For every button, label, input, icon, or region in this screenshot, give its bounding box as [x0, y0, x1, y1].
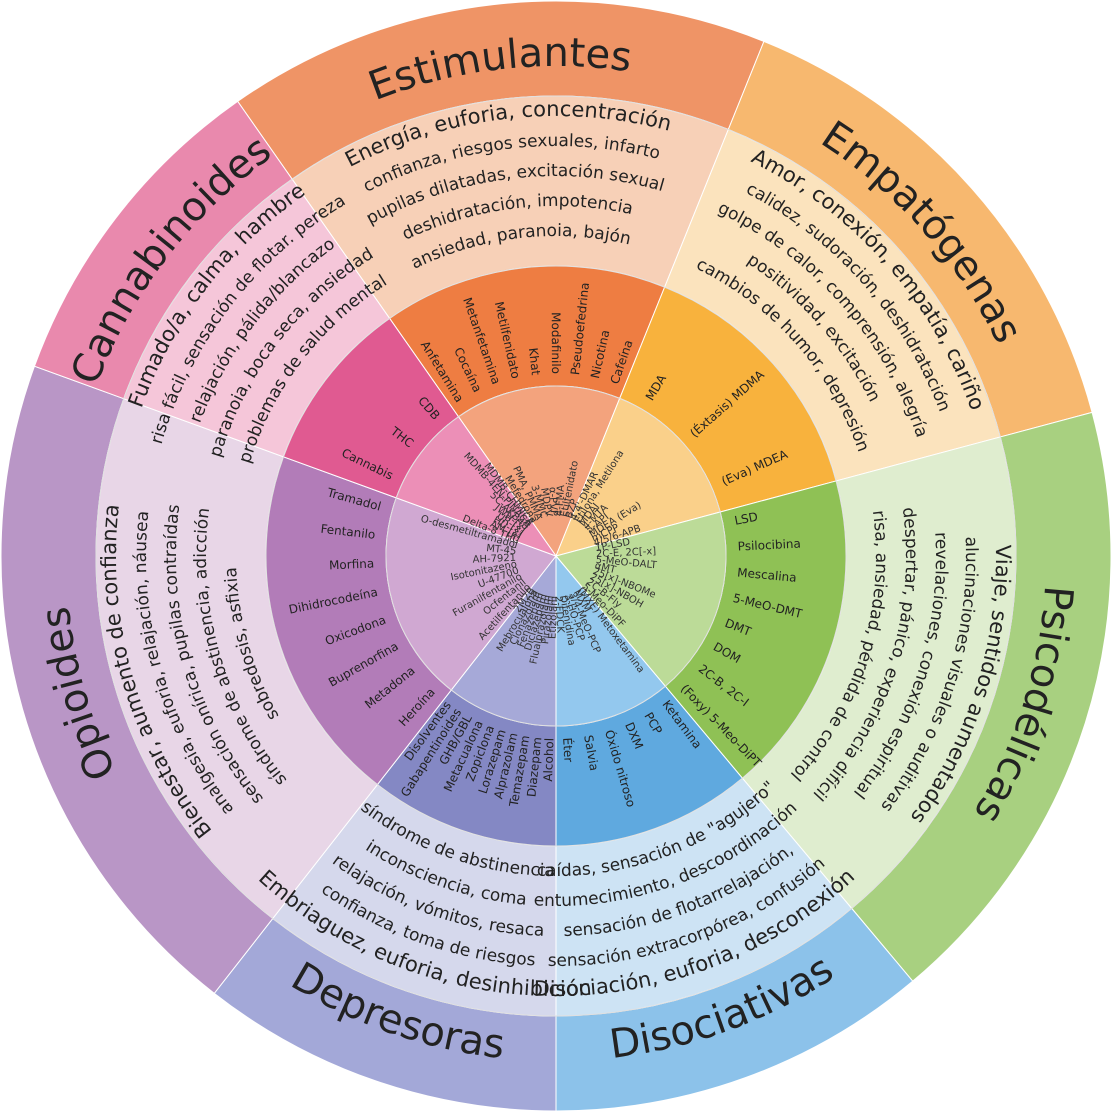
- research-chemical-label-opioides: MT-45: [486, 543, 517, 557]
- substance-label-depresoras: Alcohol: [541, 738, 556, 782]
- research-chemical-label-opioides: AH-7921: [472, 553, 516, 566]
- substance-label-psicodelicas: Psilocibina: [737, 536, 801, 553]
- substance-label-psicodelicas: LSD: [733, 510, 759, 528]
- research-chemical-label-psicodelicas: αMT: [594, 560, 618, 576]
- research-chemical-label-depresoras: Etizolam: [548, 596, 561, 639]
- substance-label-disociativas: Salvia: [581, 734, 601, 772]
- sector-opioides: [0, 365, 557, 995]
- research-chemicals-band-disociativas: [555, 554, 666, 727]
- sector-estimulantes: [236, 0, 765, 558]
- substance-label-depresoras: Diazepam: [524, 736, 544, 797]
- research-chemical-label-disociativas: 2-FDCK: [552, 596, 565, 634]
- research-chemicals-band-opioides: [385, 497, 557, 691]
- research-chemical-label-estimulantes: 4-FMA: [554, 484, 567, 516]
- substance-label-psicodelicas: Mescalina: [737, 565, 798, 584]
- substance-label-opioides: Fentanilo: [320, 522, 376, 542]
- substance-label-disociativas: Éter: [560, 737, 576, 763]
- ring-divider: [95, 95, 1017, 1017]
- research-chemicals-band-cannabinoides: [395, 416, 558, 558]
- sector-cannabinoides: [33, 100, 558, 558]
- research-chemical-label-estimulantes: α-PVP: [546, 487, 558, 517]
- ring-divider: [265, 265, 847, 847]
- research-chemicals-band-estimulantes: [457, 385, 621, 558]
- substance-label-estimulantes: Khat: [526, 347, 543, 376]
- research-chemicals-band-empatogenas: [555, 397, 721, 557]
- sector-disociativas: [555, 554, 914, 1112]
- research-chemicals-band-depresoras: [450, 554, 557, 727]
- substance-label-estimulantes: Modafinilo: [549, 312, 563, 374]
- ring-divider: [385, 385, 727, 727]
- research-chemical-label-estimulantes: MDPV: [538, 487, 554, 518]
- research-chemicals-band-psicodelicas: [555, 511, 727, 687]
- sector-psicodelicas: [555, 411, 1111, 982]
- sector-depresoras: [213, 554, 557, 1112]
- substance-label-opioides: Morfina: [329, 556, 375, 572]
- research-chemical-label-psicodelicas: 2C-E, 2C[-x]: [596, 546, 657, 560]
